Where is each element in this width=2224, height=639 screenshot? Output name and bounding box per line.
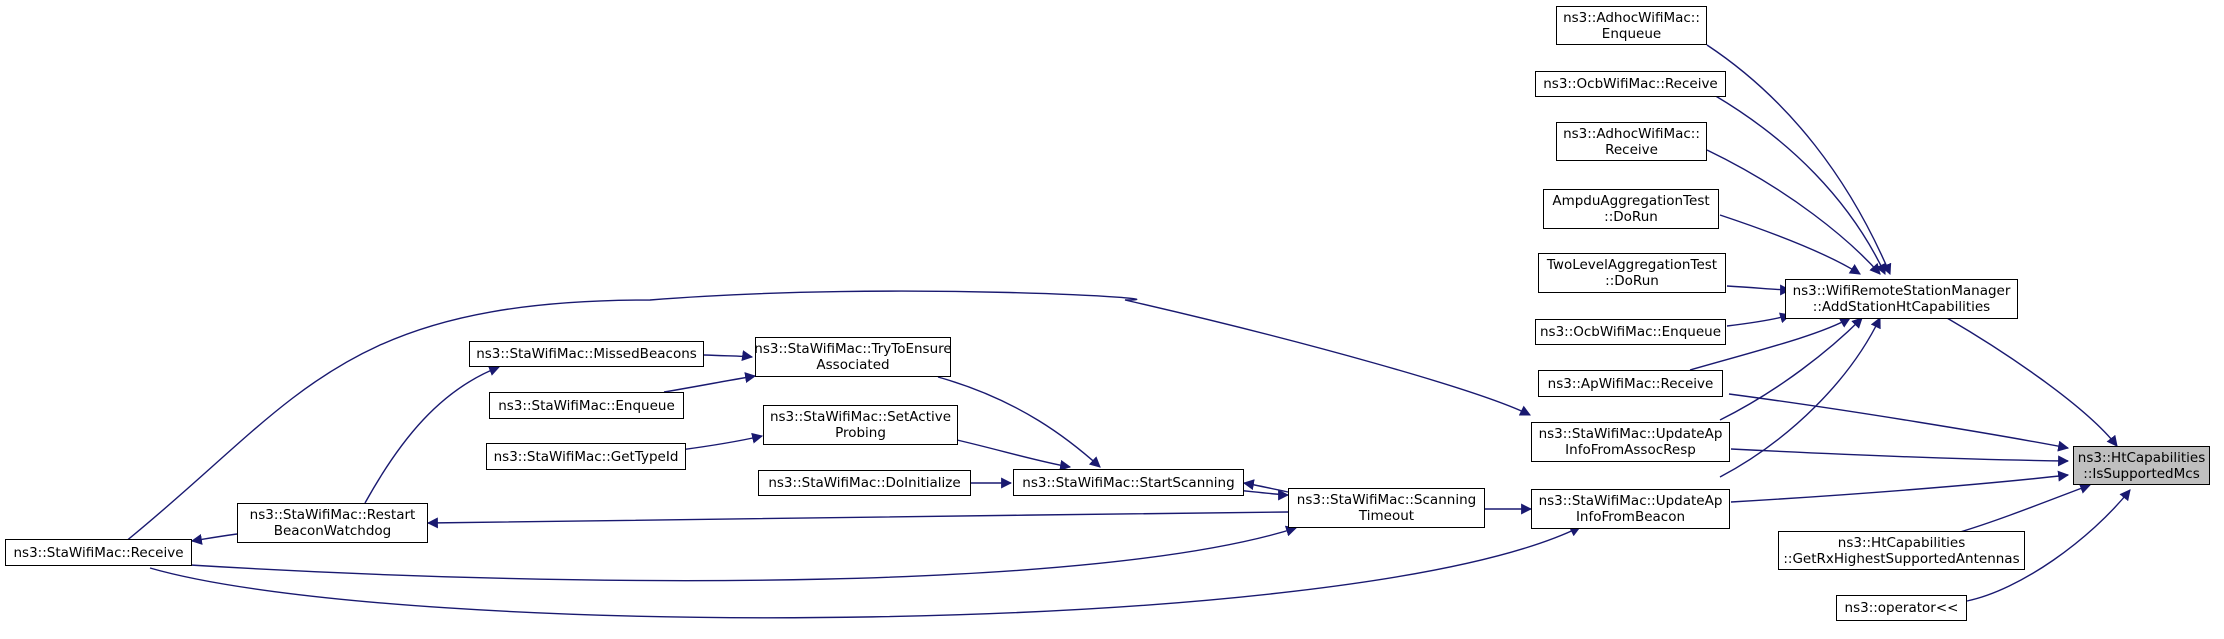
edge-upd-assoc-to-wrsm (1719, 317, 1863, 421)
node-try-to-ensure-associated[interactable]: ns3::StaWifiMac::TryToEnsure Associated (754, 337, 952, 377)
edge-scan-timeout-to-start-scanning (1242, 479, 1289, 493)
node-label-line: ns3::StaWifiMac::UpdateAp (1538, 493, 1723, 509)
node-label-line: Timeout (1358, 508, 1415, 524)
node-update-ap-info-from-assoc-resp[interactable]: ns3::StaWifiMac::UpdateAp InfoFromAssocR… (1531, 422, 1730, 462)
edge-ocb-receive-to-wrsm (1713, 94, 1886, 275)
node-label-line: ns3::HtCapabilities (1837, 534, 1966, 551)
node-label-line: ns3::AdhocWifiMac:: (1563, 125, 1700, 142)
node-operator-stream[interactable]: ns3::operator<< (1836, 595, 1967, 621)
edge-twolevel-to-wrsm (1726, 284, 1792, 296)
edge-wrsm-to-focus (1946, 317, 2118, 447)
node-label-line: ns3::StaWifiMac::GetTypeId (493, 448, 679, 465)
node-label-line: ::DoRun (1604, 209, 1658, 225)
node-update-ap-info-from-beacon[interactable]: ns3::StaWifiMac::UpdateAp InfoFromBeacon (1531, 489, 1730, 529)
edge-sta-receive-to-upd-beacon (149, 526, 1581, 619)
node-label-line: ns3::StaWifiMac::Receive (13, 544, 184, 561)
edge-restart-bw-to-missed-beacons (364, 365, 501, 504)
node-ampdu-aggregation-test[interactable]: AmpduAggregationTest ::DoRun (1543, 189, 1719, 229)
node-label-line: AmpduAggregationTest (1552, 193, 1710, 209)
node-ocb-enqueue[interactable]: ns3::OcbWifiMac::Enqueue (1535, 319, 1726, 345)
edge-set-active-to-start-scanning (956, 439, 1072, 471)
edge-sta-receive-to-upd-assoc (124, 290, 1531, 543)
edge-upd-beacon-to-wrsm (1719, 317, 1881, 478)
edge-get-type-id-to-set-active (679, 432, 764, 451)
node-ocb-receive[interactable]: ns3::OcbWifiMac::Receive (1535, 71, 1726, 97)
edge-restart-bw-to-sta-receive (190, 533, 238, 545)
node-adhoc-receive[interactable]: ns3::AdhocWifiMac:: Receive (1556, 122, 1707, 161)
node-adhoc-enqueue[interactable]: ns3::AdhocWifiMac:: Enqueue (1556, 6, 1707, 45)
node-sta-receive[interactable]: ns3::StaWifiMac::Receive (5, 539, 192, 566)
node-restart-beacon-watchdog[interactable]: ns3::StaWifiMac::Restart BeaconWatchdog (237, 503, 428, 543)
node-label-line: InfoFromBeacon (1575, 509, 1686, 525)
node-label-line: ns3::StaWifiMac::StartScanning (1022, 474, 1235, 491)
edge-sta-enqueue-to-try-ensure (663, 372, 757, 393)
node-label-line: ns3::StaWifiMac::Enqueue (498, 397, 675, 414)
node-missed-beacons[interactable]: ns3::StaWifiMac::MissedBeacons (469, 341, 704, 367)
node-get-type-id[interactable]: ns3::StaWifiMac::GetTypeId (486, 443, 686, 470)
node-start-scanning[interactable]: ns3::StaWifiMac::StartScanning (1013, 469, 1244, 496)
node-label-line: ::GetRxHighestSupportedAntennas (1783, 550, 2020, 567)
node-label-line: ::AddStationHtCapabilities (1812, 299, 1991, 315)
node-ap-receive[interactable]: ns3::ApWifiMac::Receive (1538, 370, 1723, 397)
node-label-line: ns3::StaWifiMac::Scanning (1296, 492, 1477, 508)
edge-upd-beacon-to-focus (1730, 470, 2070, 503)
node-label-line: ns3::ApWifiMac::Receive (1547, 375, 1714, 392)
node-label-line: Enqueue (1601, 25, 1662, 42)
node-label-line: ::DoRun (1605, 273, 1659, 289)
node-label-line: ns3::AdhocWifiMac:: (1563, 9, 1700, 26)
node-label-line: BeaconWatchdog (273, 523, 392, 539)
node-label-line: ns3::StaWifiMac::UpdateAp (1538, 426, 1723, 442)
edge-rx-antennas-to-focus (1959, 483, 2092, 533)
node-do-initialize[interactable]: ns3::StaWifiMac::DoInitialize (758, 470, 971, 496)
node-set-active-probing[interactable]: ns3::StaWifiMac::SetActive Probing (763, 405, 958, 445)
edge-scan-timeout-to-restart-bw (426, 511, 1289, 529)
node-label-line: ns3::StaWifiMac::TryToEnsure (754, 341, 952, 357)
edge-try-ensure-to-start-scanning (937, 376, 1101, 468)
edge-adhoc-receive-to-wrsm (1706, 149, 1881, 275)
edge-upd-assoc-to-focus (1730, 448, 2070, 467)
node-label-line: ns3::StaWifiMac::MissedBeacons (476, 346, 697, 362)
edge-ampdu-to-wrsm (1719, 214, 1861, 275)
edge-ocb-enqueue-to-wrsm (1726, 312, 1792, 327)
edge-sta-receive-to-scan-timeout (189, 525, 1298, 582)
node-label-line: InfoFromAssocResp (1565, 442, 1696, 458)
edge-operator-to-focus (1966, 489, 2131, 602)
node-scanning-timeout[interactable]: ns3::StaWifiMac::Scanning Timeout (1288, 488, 1485, 528)
edge-missed-beacons-to-try-ensure (703, 350, 754, 362)
node-label-line: TwoLevelAggregationTest (1546, 257, 1718, 273)
edge-ap-receive-to-wrsm (1689, 317, 1851, 371)
node-label-line: ns3::OcbWifiMac::Enqueue (1539, 324, 1722, 340)
edge-adhoc-enqueue-to-wrsm (1706, 44, 1892, 276)
node-label-line: ns3::HtCapabilities (2077, 449, 2206, 466)
node-label-line: ns3::StaWifiMac::SetActive (769, 409, 952, 425)
node-add-station-ht-capabilities[interactable]: ns3::WifiRemoteStationManager ::AddStati… (1785, 279, 2018, 319)
node-label-line: Probing (835, 425, 886, 441)
node-label-line: ns3::operator<< (1844, 600, 1959, 616)
node-label-line: ns3::StaWifiMac::DoInitialize (768, 475, 961, 491)
node-label-line: ns3::StaWifiMac::Restart (249, 507, 416, 523)
node-label-line: ns3::WifiRemoteStationManager (1792, 283, 2011, 299)
node-sta-enqueue[interactable]: ns3::StaWifiMac::Enqueue (489, 392, 684, 419)
edge-ap-receive-to-focus (1728, 393, 2070, 452)
node-is-supported-mcs[interactable]: ns3::HtCapabilities ::IsSupportedMcs (2073, 446, 2210, 485)
node-label-line: Associated (816, 357, 890, 373)
node-label-line: Receive (1605, 141, 1658, 158)
node-label-line: ns3::OcbWifiMac::Receive (1543, 76, 1718, 92)
node-get-rx-highest-supported-antennas[interactable]: ns3::HtCapabilities ::GetRxHighestSuppor… (1778, 531, 2025, 570)
node-label-line: ::IsSupportedMcs (2083, 465, 2200, 482)
node-two-level-aggregation-test[interactable]: TwoLevelAggregationTest ::DoRun (1538, 253, 1726, 293)
